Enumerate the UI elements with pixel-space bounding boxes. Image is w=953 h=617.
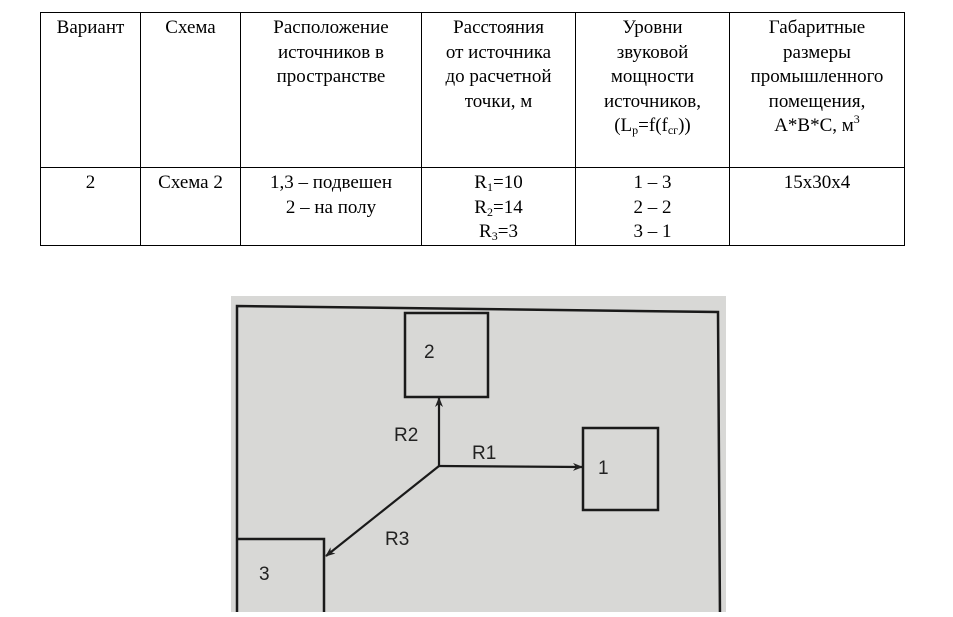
r1-arrow <box>438 462 583 471</box>
level-line: 3 – 1 <box>633 221 672 242</box>
variant-table: Вариант Схема Расположение источников в … <box>40 12 905 246</box>
source-label-1: 1 <box>598 458 609 479</box>
cell-distances: R1=10 R2=14 R3=3 <box>421 167 576 246</box>
formula-part: (L <box>614 115 633 136</box>
header-text: источников, <box>603 90 702 112</box>
cell-placement: 1,3 – подвешен 2 – на полу <box>240 167 422 246</box>
placement-line: 2 – на полу <box>285 196 377 218</box>
cell-scheme: Схема 2 <box>140 167 241 246</box>
table-header-row: Вариант Схема Расположение источников в … <box>40 12 905 168</box>
header-text: пространстве <box>276 66 386 87</box>
source-box-2 <box>403 311 490 399</box>
distance-line: R3=3 <box>479 221 518 243</box>
formula-part: =f(f <box>638 115 668 136</box>
header-text: Расположение <box>273 17 389 38</box>
r3-arrow <box>325 465 440 557</box>
header-text: звуковой <box>616 41 689 63</box>
scheme-diagram: 2 1 3 R1 R2 R3 <box>231 296 726 617</box>
dims-text: A*B*C, м <box>774 115 854 136</box>
r1-label: R1 <box>472 443 496 464</box>
header-variant: Вариант <box>40 12 141 168</box>
distance-line: R1=10 <box>474 172 523 194</box>
header-formula: (Lp=f(fсг)) <box>580 114 725 139</box>
placement-line: 1,3 – подвешен <box>269 172 393 193</box>
header-text: Расстояния <box>453 17 544 38</box>
r2-label: R2 <box>394 425 418 446</box>
table-row: 2 Схема 2 1,3 – подвешен 2 – на полу R1=… <box>40 167 905 246</box>
header-distances: Расстояния от источника до расчетной точ… <box>421 12 576 168</box>
source-label-2: 2 <box>424 342 435 363</box>
distance-line: R2=14 <box>474 196 523 219</box>
header-text: до расчетной <box>445 66 552 87</box>
level-line: 2 – 2 <box>633 196 672 218</box>
header-text: размеры <box>783 41 851 63</box>
room-outline <box>235 304 722 617</box>
source-box-3 <box>237 537 326 617</box>
source-label-3: 3 <box>259 564 270 585</box>
header-text: от источника <box>445 41 552 63</box>
dims-sup: 3 <box>853 112 860 126</box>
header-placement: Расположение источников в пространстве <box>240 12 422 168</box>
formula-part: )) <box>678 115 691 136</box>
cell-variant: 2 <box>40 167 141 246</box>
formula-sub: p <box>632 123 639 137</box>
source-box-1 <box>581 426 660 512</box>
cell-levels: 1 – 3 2 – 2 3 – 1 <box>575 167 730 246</box>
formula-sub: сг <box>667 123 679 137</box>
level-line: 1 – 3 <box>633 172 672 193</box>
header-text: промышленного <box>750 66 884 87</box>
r3-label: R3 <box>385 529 409 550</box>
header-scheme: Схема <box>140 12 241 168</box>
cell-dimensions: 15x30x4 <box>729 167 905 246</box>
header-text: точки, м <box>464 90 533 112</box>
header-dimensions: Габаритные размеры промышленного помещен… <box>729 12 905 168</box>
header-text: мощности <box>610 66 695 87</box>
diagram-svg: 2 1 3 R1 R2 R3 <box>235 304 722 617</box>
header-text: Уровни <box>622 17 683 38</box>
header-text: Габаритные <box>768 17 866 38</box>
header-levels: Уровни звуковой мощности источников, (Lp… <box>575 12 730 168</box>
header-text: источников в <box>277 41 384 63</box>
header-dims: A*B*C, м3 <box>734 112 900 139</box>
header-text: помещения, <box>768 90 866 112</box>
